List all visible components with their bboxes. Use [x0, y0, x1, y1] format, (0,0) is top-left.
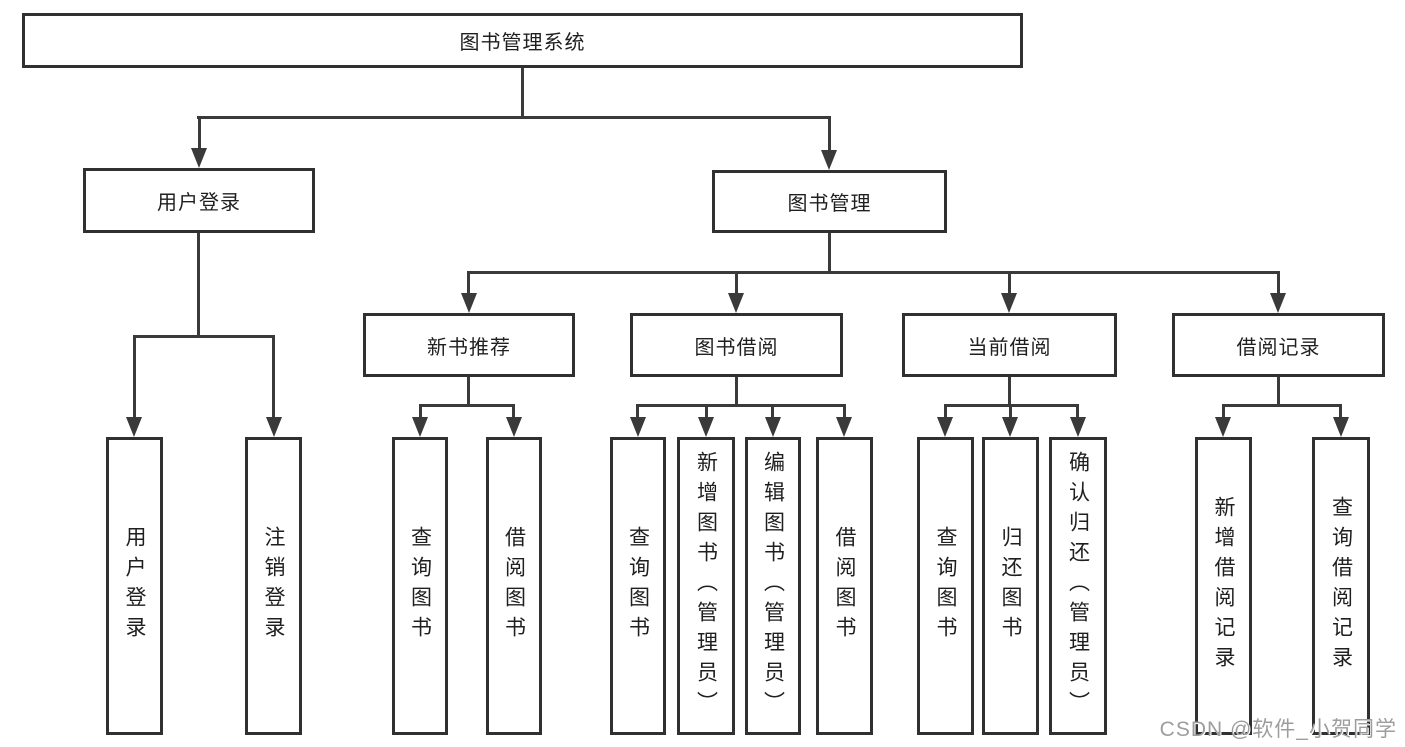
arrowhead-down-icon [1070, 417, 1086, 437]
connector-root-stem [521, 68, 524, 118]
arrowhead-down-icon [126, 417, 142, 437]
connector-stem [636, 404, 639, 419]
connector-stem [1277, 271, 1280, 295]
connector-bm-stem [828, 233, 831, 273]
connector-stem [512, 404, 515, 419]
connector-stem [705, 404, 708, 419]
node-new-book-recommend: 新书推荐 [363, 313, 575, 377]
connector-stem [467, 271, 470, 295]
connector-group-bus [133, 335, 275, 338]
connector-stem [1008, 271, 1011, 295]
leaf-label: 查询图书 [626, 526, 650, 646]
leaf-label: 用户登录 [123, 526, 146, 646]
node-book-management: 图书管理 [712, 170, 947, 233]
leaf-edit-books-admin: 编辑图书（管理员） [745, 437, 801, 735]
arrowhead-down-icon [1001, 293, 1017, 313]
leaf-label: 确认归还（管理员） [1066, 451, 1090, 721]
leaf-user-login: 用户登录 [106, 437, 163, 735]
connector-stem [771, 404, 774, 419]
arrowhead-down-icon [191, 148, 207, 168]
leaf-label: 查询借阅记录 [1329, 496, 1353, 676]
node-library-system: 图书管理系统 [22, 13, 1023, 68]
arrowhead-down-icon [836, 417, 852, 437]
leaf-label: 注销登录 [262, 526, 285, 646]
leaf-query-books-current: 查询图书 [917, 437, 974, 735]
leaf-label: 查询图书 [934, 526, 957, 646]
arrowhead-down-icon [506, 417, 522, 437]
leaf-label: 归还图书 [999, 526, 1022, 646]
node-book-borrowing: 图书借阅 [630, 313, 843, 377]
connector-stem [419, 404, 422, 419]
leaf-borrow-books: 借阅图书 [816, 437, 873, 735]
leaf-borrow-books-recommend: 借阅图书 [486, 437, 542, 735]
arrowhead-down-icon [461, 293, 477, 313]
arrowhead-down-icon [937, 417, 953, 437]
connector-stem [198, 116, 201, 150]
connector-stem [843, 404, 846, 419]
leaf-return-books: 归还图书 [982, 437, 1039, 735]
connector-group-bus [419, 404, 515, 407]
leaf-query-borrow-record: 查询借阅记录 [1312, 437, 1370, 735]
arrowhead-down-icon [266, 417, 282, 437]
connector-group-stem [467, 377, 470, 406]
node-user-login: 用户登录 [83, 168, 315, 233]
connector-group-stem [735, 377, 738, 406]
connector-stem [735, 271, 738, 295]
node-current-borrowing: 当前借阅 [902, 313, 1117, 377]
connector-group-stem [197, 233, 200, 337]
connector-stem [1222, 404, 1225, 419]
connector-stem [272, 335, 275, 419]
connector-stem [133, 335, 136, 419]
leaf-label: 借阅图书 [502, 526, 526, 646]
node-borrowing-records: 借阅记录 [1172, 313, 1385, 377]
arrowhead-down-icon [698, 417, 714, 437]
leaf-query-books-recommend: 查询图书 [392, 437, 448, 735]
leaf-query-books-borrowing: 查询图书 [610, 437, 666, 735]
arrowhead-down-icon [821, 150, 837, 170]
arrowhead-down-icon [1270, 293, 1286, 313]
connector-group-stem [1008, 377, 1011, 406]
connector-stem [1339, 404, 1342, 419]
leaf-confirm-return-admin: 确认归还（管理员） [1049, 437, 1107, 735]
arrowhead-down-icon [1002, 417, 1018, 437]
leaf-label: 新增图书（管理员） [694, 451, 718, 721]
leaf-label: 借阅图书 [833, 526, 856, 646]
connector-stem [1009, 404, 1012, 419]
arrowhead-down-icon [630, 417, 646, 437]
arrowhead-down-icon [412, 417, 428, 437]
arrowhead-down-icon [1333, 417, 1349, 437]
leaf-add-borrow-record: 新增借阅记录 [1195, 437, 1252, 735]
connector-group-stem [1277, 377, 1280, 406]
connector-stem [944, 404, 947, 419]
connector-level2-bus [197, 116, 831, 119]
csdn-watermark: CSDN @软件_小贺同学 [1159, 718, 1397, 741]
leaf-label: 查询图书 [408, 526, 432, 646]
leaf-logout: 注销登录 [245, 437, 302, 735]
leaf-label: 新增借阅记录 [1212, 496, 1235, 676]
connector-group-bus [636, 404, 846, 407]
connector-stem [1076, 404, 1079, 419]
connector-stem [828, 116, 831, 152]
leaf-label: 编辑图书（管理员） [761, 451, 785, 721]
arrowhead-down-icon [728, 293, 744, 313]
arrowhead-down-icon [1215, 417, 1231, 437]
arrowhead-down-icon [765, 417, 781, 437]
connector-group-bus [1222, 404, 1342, 407]
leaf-add-books-admin: 新增图书（管理员） [677, 437, 735, 735]
connector-level3-bus [467, 271, 1280, 274]
